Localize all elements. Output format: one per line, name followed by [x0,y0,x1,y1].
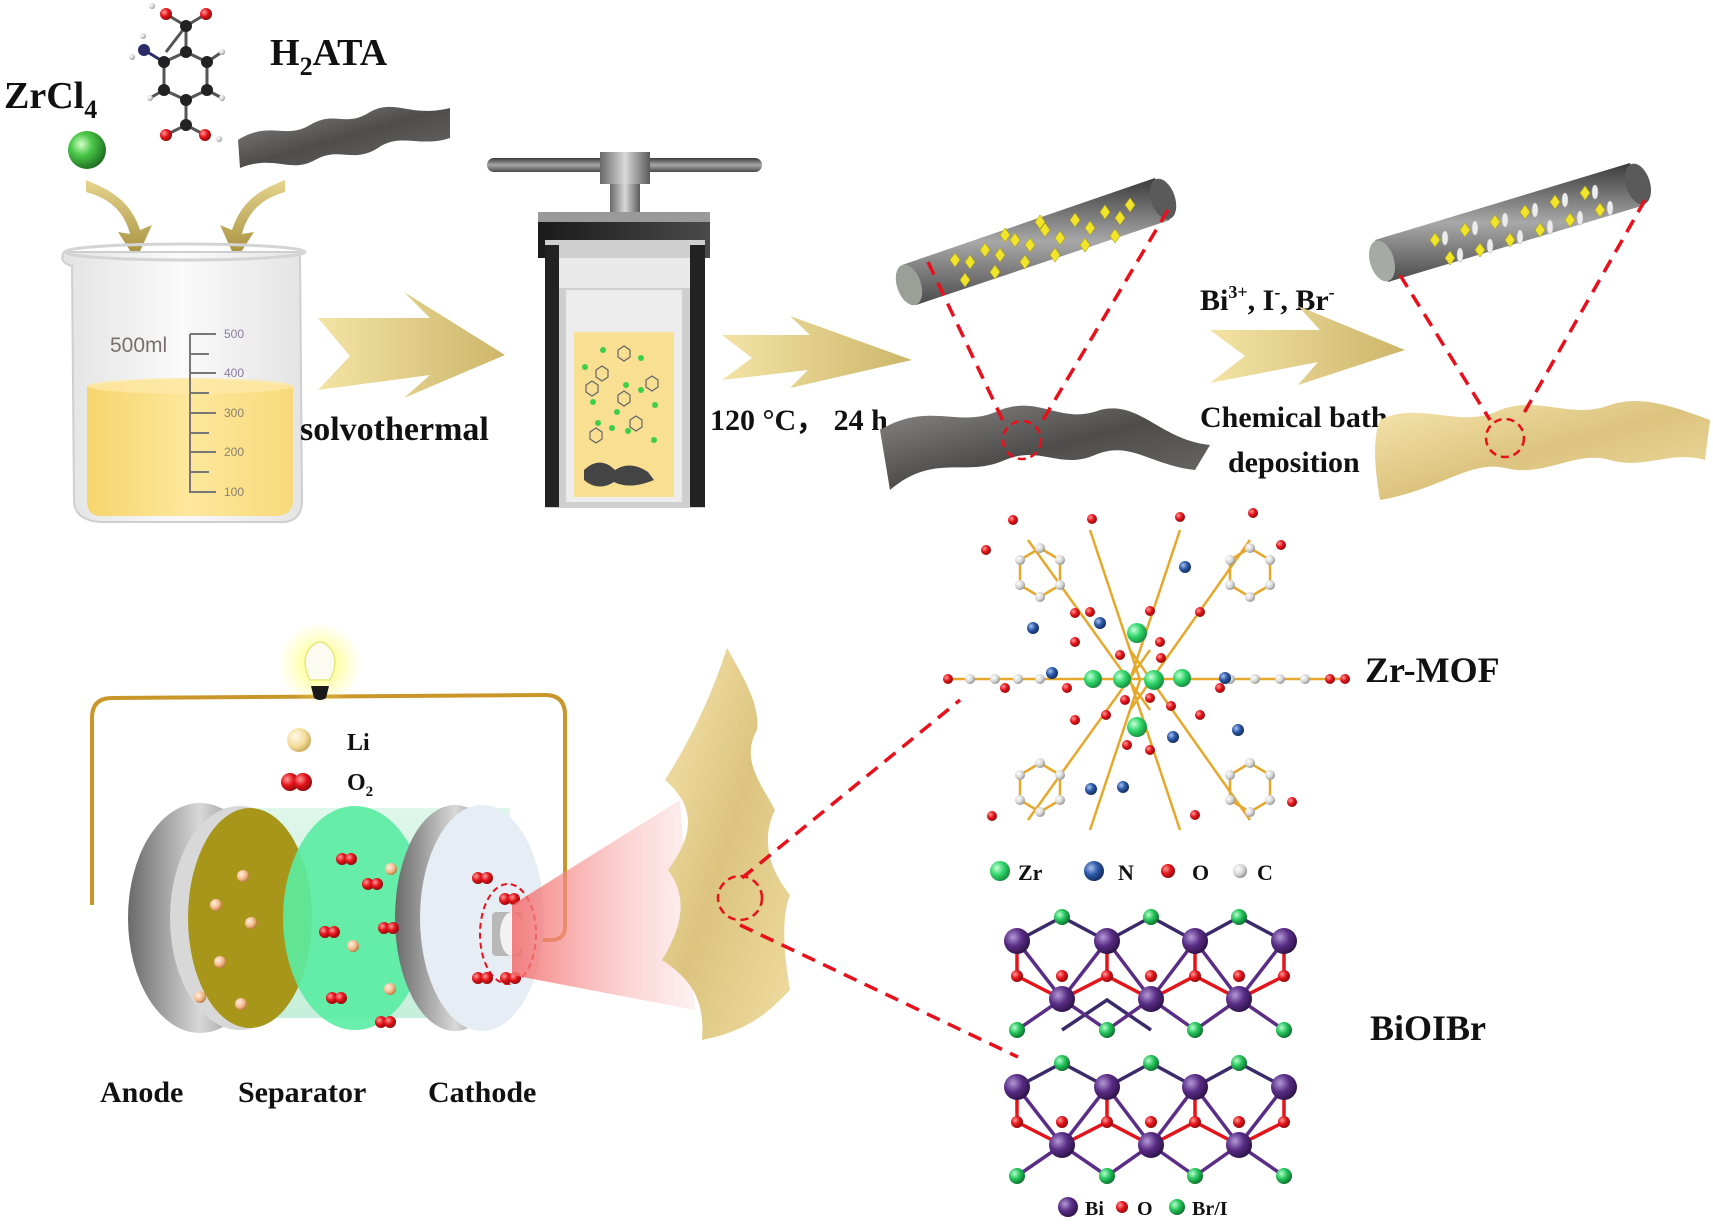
curved-arrow-icon [86,180,152,260]
light-bulb-icon [278,622,362,706]
li-legend-icon [287,728,311,752]
zoom-dashed-line [739,923,1019,1059]
beaker-icon [61,242,307,523]
zoom-dashed-line [1038,209,1170,426]
scale-tick-label: 100 [224,485,244,499]
separator-disc [283,806,427,1030]
bioibr-bi-atoms [1004,928,1297,1158]
mof-crystals [949,197,1136,288]
process-arrow-icon [1210,306,1405,385]
li-ions [194,863,397,1010]
autoclave-icon [487,152,762,508]
bi-legend-label: Bi [1085,1198,1104,1220]
carbon-cloth-sheet-icon [880,405,1210,490]
n-legend-icon [1084,861,1104,881]
o2-molecules [319,853,521,1028]
bioibr-coated-fiber-icon [1368,163,1652,282]
anode-label: Anode [100,1076,183,1109]
bioibr-title: BiOIBr [1370,1008,1486,1048]
zrcl4-label: ZrCl4 [4,75,97,124]
o-legend-icon [1116,1201,1128,1213]
br-i-legend-icon [1169,1199,1185,1215]
beaker-scale-labels: 500 400 300 200 100 [224,327,244,499]
bioibr-coated-sheet-icon [1375,400,1710,500]
zoom-dashed-line [740,698,962,880]
zoom-dashed-line [926,261,1007,426]
carbon-cloth-sheet-icon [238,106,450,168]
n-legend-label: N [1118,860,1134,885]
zoom-circle [1001,419,1043,461]
bioibr-flakes [1441,184,1614,263]
separator-label: Separator [238,1076,366,1109]
zr-legend-icon [990,861,1010,881]
o-legend-icon [1161,864,1175,878]
bioibr-br-atoms [1009,909,1292,1184]
h2ata-molecule-icon [143,12,223,137]
o2-legend-icon [281,773,312,791]
c-legend-label: C [1257,860,1273,885]
zoom-circle [1484,417,1526,459]
bioibr-o-atoms [1011,970,1290,1128]
scale-tick-label: 400 [224,366,244,380]
scale-tick-label: 300 [224,406,244,420]
o-legend-label: O [1137,1198,1153,1220]
zoom-dashed-line [1518,199,1647,421]
scale-tick-label: 200 [224,445,244,459]
zr-legend-label: Zr [1018,860,1043,885]
mof-coated-fiber-icon [895,178,1177,306]
h2ata-label: H2ATA [270,32,388,81]
mof-crystals [1429,185,1606,266]
c-legend-icon [1233,864,1247,878]
o-legend-label: O [1192,860,1209,885]
ions-label: Bi3+, I-, Br- [1200,282,1335,317]
process-arrow-icon [722,316,912,388]
zr-mof-legend: Zr N O C [990,860,1273,885]
mof-zr-atoms [1084,623,1191,737]
beaker-volume-label: 500ml [110,334,167,357]
magnification-beam [512,800,695,1010]
curved-arrow-icon [220,180,285,260]
beaker-scale [189,333,216,493]
zr-mof-title: Zr-MOF [1365,650,1500,690]
mof-n-atoms [1027,561,1244,795]
deposition-label: deposition [1228,446,1360,479]
h2ata-atoms [129,3,225,142]
cathode-label: Cathode [428,1076,536,1109]
li-legend-label: Li [347,730,370,756]
br-i-legend-label: Br/I [1192,1198,1228,1220]
autoclave-particles [582,345,659,444]
reaction-conditions-label: 120 °C， 24 h [710,404,888,437]
zoom-circle [716,874,764,922]
bioibr-legend: Bi O Br/I [1058,1197,1228,1220]
solvothermal-label: solvothermal [300,411,489,448]
zr-mof-structure-icon [943,508,1350,831]
mof-o-atoms [943,508,1350,821]
bi-legend-icon [1058,1197,1078,1217]
o2-legend-label: O2 [347,770,373,800]
chemical-bath-label: Chemical bath [1200,401,1388,434]
scale-tick-label: 500 [224,327,244,341]
zrcl4-sphere-icon [68,131,106,169]
bioibr-structure-icon [1004,909,1297,1184]
cathode-sheet-icon [662,648,790,1040]
zoom-dashed-line [1398,274,1492,421]
process-arrow-icon [318,292,505,398]
